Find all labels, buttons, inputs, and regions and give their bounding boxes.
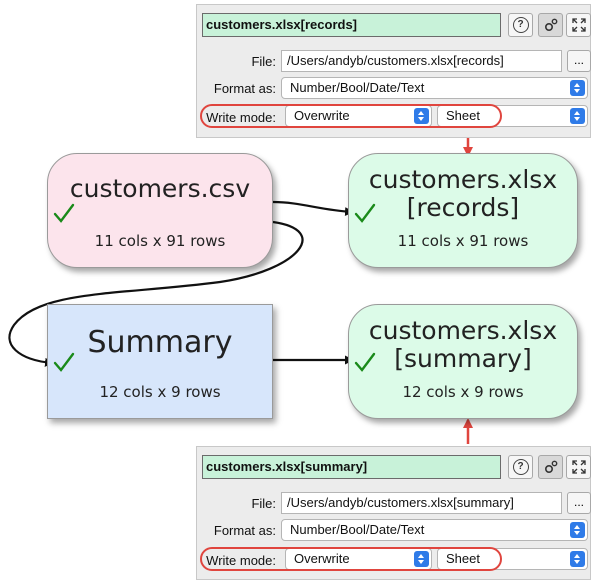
browse-button[interactable]: ... xyxy=(567,50,591,72)
expand-button[interactable] xyxy=(566,13,591,37)
node-title-line2: [records] xyxy=(406,193,520,222)
node-dimensions: 11 cols x 91 rows xyxy=(94,232,226,250)
file-label: File: xyxy=(251,496,276,511)
help-button[interactable]: ? xyxy=(508,455,533,479)
node-title: customers.xlsx [records] xyxy=(349,166,577,222)
node-title: customers.csv xyxy=(69,174,251,203)
node-title: Summary xyxy=(87,325,233,360)
format-select[interactable]: Number/Bool/Date/Text xyxy=(281,519,588,541)
write-mode-value: Overwrite xyxy=(294,108,350,123)
settings-button[interactable] xyxy=(538,13,563,37)
connector-csv-to-summary xyxy=(8,220,304,367)
expand-icon xyxy=(571,460,586,474)
format-label: Format as: xyxy=(213,81,276,96)
node-customers-xlsx-records[interactable]: customers.xlsx [records] 11 cols x 91 ro… xyxy=(348,153,578,268)
help-icon: ? xyxy=(512,17,529,33)
node-title-line2: [summary] xyxy=(394,344,532,373)
chevron-updown-icon xyxy=(414,108,429,124)
properties-panel-summary: customers.xlsx[summary] ? File: /Users/a… xyxy=(196,446,591,580)
write-mode-value: Overwrite xyxy=(294,551,350,566)
help-button[interactable]: ? xyxy=(508,13,533,37)
sheet-select[interactable]: Sheet xyxy=(437,548,588,570)
node-title-line1: customers.xlsx xyxy=(368,316,558,345)
check-icon xyxy=(53,352,75,372)
write-mode-label: Write mode: xyxy=(206,553,276,568)
chevron-updown-icon xyxy=(570,80,585,96)
gear-icon xyxy=(544,18,557,32)
node-title: customers.xlsx [summary] xyxy=(349,317,577,373)
expand-icon xyxy=(571,18,586,32)
chevron-updown-icon xyxy=(570,108,585,124)
properties-panel-records: customers.xlsx[records] ? File: /Users/a… xyxy=(196,4,591,138)
node-summary[interactable]: Summary 12 cols x 9 rows xyxy=(47,304,273,419)
write-mode-label: Write mode: xyxy=(206,110,276,125)
file-path-input[interactable]: /Users/andyb/customers.xlsx[records] xyxy=(281,50,562,72)
file-label: File: xyxy=(251,54,276,69)
check-icon xyxy=(354,203,376,223)
highlight-write-mode xyxy=(200,104,502,128)
check-icon xyxy=(53,203,75,223)
node-customers-xlsx-summary[interactable]: customers.xlsx [summary] 12 cols x 9 row… xyxy=(348,304,578,419)
gear-icon xyxy=(544,460,557,474)
help-icon: ? xyxy=(512,459,529,475)
sheet-select[interactable]: Sheet xyxy=(437,105,588,127)
node-name-field[interactable]: customers.xlsx[summary] xyxy=(202,455,501,479)
format-select-value: Number/Bool/Date/Text xyxy=(290,522,425,537)
format-select[interactable]: Number/Bool/Date/Text xyxy=(281,77,588,99)
sheet-value: Sheet xyxy=(446,551,480,566)
chevron-updown-icon xyxy=(570,551,585,567)
highlight-write-mode xyxy=(200,547,502,571)
node-dimensions: 11 cols x 91 rows xyxy=(397,232,529,250)
check-icon xyxy=(354,352,376,372)
format-select-value: Number/Bool/Date/Text xyxy=(290,80,425,95)
browse-button[interactable]: ... xyxy=(567,492,591,514)
node-customers-csv[interactable]: customers.csv 11 cols x 91 rows xyxy=(47,153,273,268)
chevron-updown-icon xyxy=(570,522,585,538)
node-dimensions: 12 cols x 9 rows xyxy=(402,383,524,401)
node-title-line1: customers.xlsx xyxy=(368,165,558,194)
node-dimensions: 12 cols x 9 rows xyxy=(99,383,221,401)
node-name-field[interactable]: customers.xlsx[records] xyxy=(202,13,501,37)
file-path-input[interactable]: /Users/andyb/customers.xlsx[summary] xyxy=(281,492,562,514)
sheet-value: Sheet xyxy=(446,108,480,123)
format-label: Format as: xyxy=(213,523,276,538)
chevron-updown-icon xyxy=(414,551,429,567)
connector-csv-to-records xyxy=(272,200,354,217)
settings-button[interactable] xyxy=(538,455,563,479)
expand-button[interactable] xyxy=(566,455,591,479)
